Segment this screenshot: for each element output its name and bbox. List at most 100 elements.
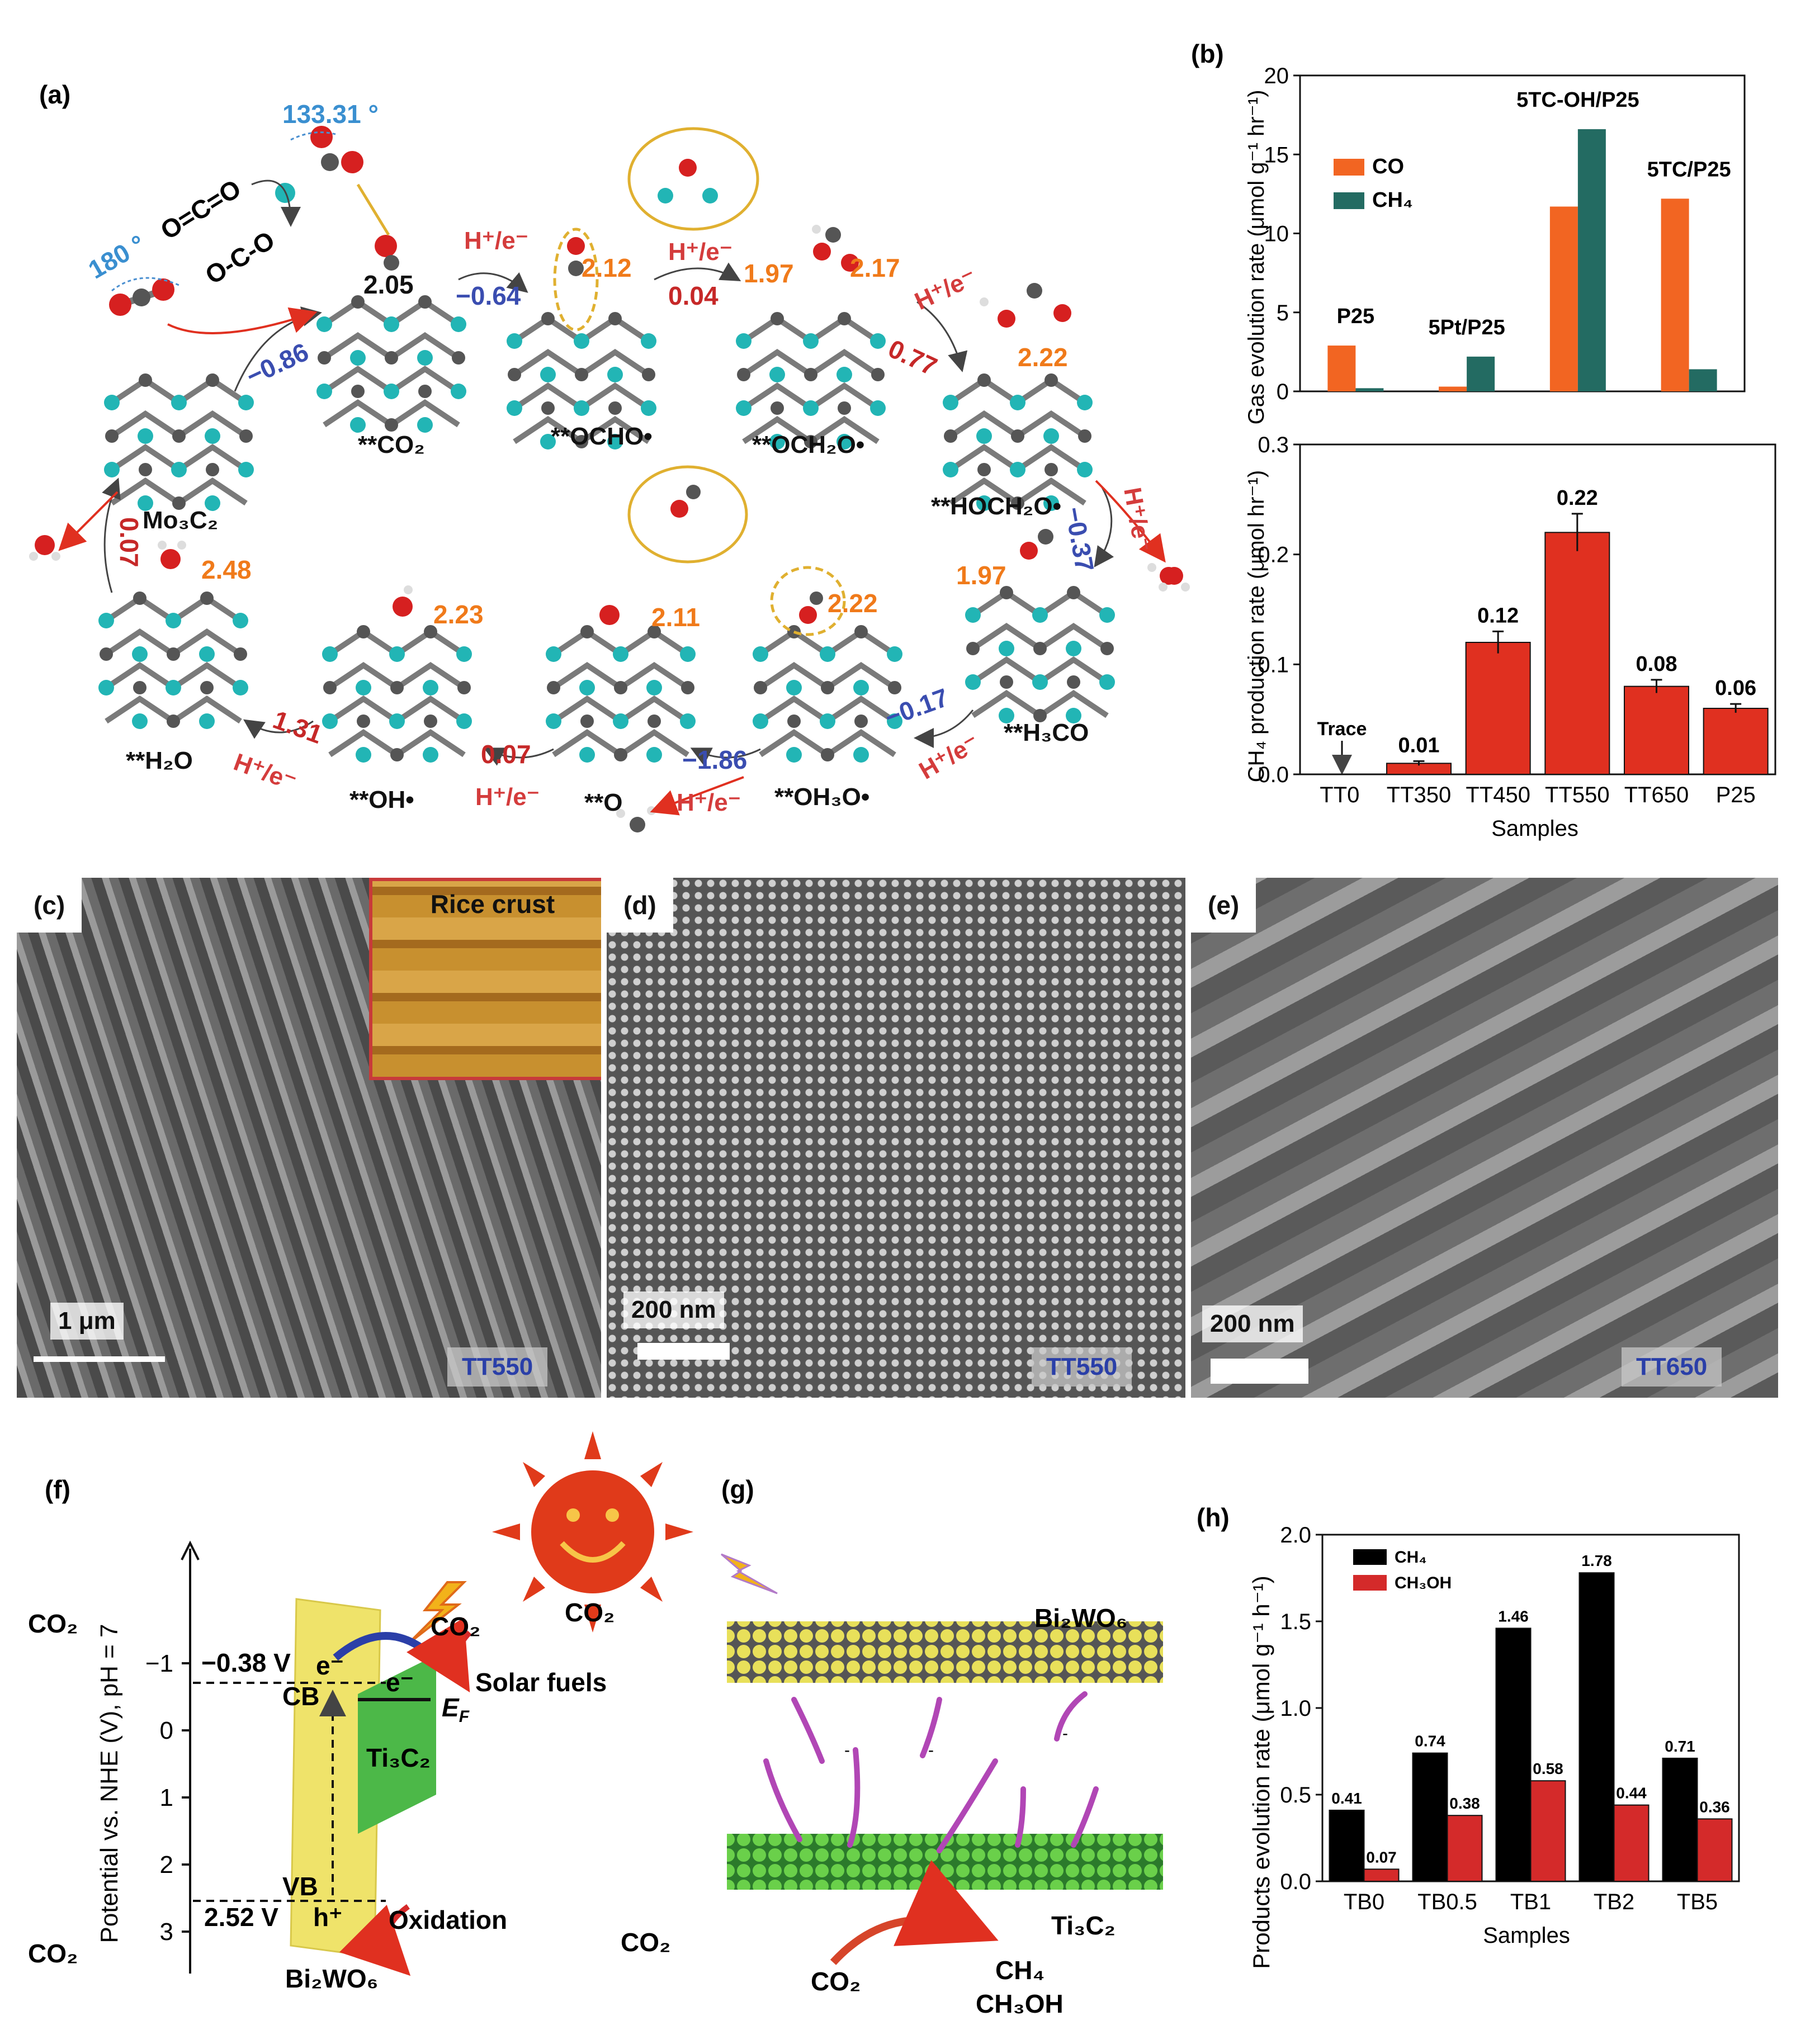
arrow-step-6 <box>914 709 974 748</box>
substrate-label: Mo₃C₂ <box>143 507 218 534</box>
f-ylabel: Potential vs. NHE (V), pH = 7 <box>96 1624 123 1943</box>
chart-h-bars: 0.00.51.01.52.00.410.07TB00.740.38TB0.51… <box>1280 1523 1740 1914</box>
f-tick-4: 3 <box>160 1918 173 1946</box>
arrow-step-8 <box>483 747 554 766</box>
h-xtick-4: TB5 <box>1677 1890 1718 1914</box>
b-top-bar-1-2 <box>1577 129 1606 392</box>
state-h3co: **H₃CO <box>1004 719 1089 746</box>
bond-2-48: 2.48 <box>201 555 252 584</box>
scale-bar-c <box>34 1356 165 1362</box>
state-hoch2o: **HOCH₂O• <box>931 493 1061 520</box>
h-bar-0-2 <box>1495 1627 1532 1882</box>
g-side-co2: CO₂ <box>621 1928 670 1957</box>
ti3c2-electron: e⁻ <box>386 1668 414 1697</box>
scale-label-d: 200 nm <box>623 1291 724 1328</box>
h-bar-1-1 <box>1447 1815 1483 1882</box>
bond-1-97b: 1.97 <box>956 561 1006 590</box>
b-bottom-ytick-0: 0.0 <box>1258 763 1289 787</box>
f-axis-arrowhead <box>181 1540 200 1560</box>
h-bar-1-4 <box>1696 1818 1733 1882</box>
g-ti3c2-label: Ti₃C₂ <box>1051 1911 1116 1940</box>
state-oh: **OH• <box>349 786 414 813</box>
ti3c2-label: Ti₃C₂ <box>366 1743 431 1772</box>
sample-label-d: TT550 <box>1032 1347 1132 1387</box>
h-legend-label-0: CH₄ <box>1395 1548 1427 1567</box>
b-bottom-frame <box>1299 443 1776 775</box>
g-co2-label: CO₂ <box>811 1967 861 1996</box>
b-top-legend-label-0: CO <box>1372 155 1404 178</box>
b-bottom-value-label-5: 0.06 <box>1715 676 1756 700</box>
energy-step-3: 0.04 <box>668 281 719 310</box>
h-bar-0-3 <box>1578 1572 1615 1882</box>
h-value-label-1-4: 0.36 <box>1699 1798 1730 1815</box>
h-legend-swatch-0 <box>1353 1549 1387 1565</box>
h-value-label-1-2: 0.58 <box>1533 1760 1563 1777</box>
g-conversion-arrow <box>830 1860 999 1965</box>
panel-a-reaction-pathway: (a) <box>29 80 1190 832</box>
och2o-adsorbate <box>812 225 859 272</box>
b-top-legend-swatch-0 <box>1334 159 1364 176</box>
sem-image-e: 200 nm TT650 <box>1191 878 1778 1398</box>
b-bottom-xtick-5: P25 <box>1716 783 1756 807</box>
b-trace-label: Trace <box>1317 718 1367 740</box>
panel-a-label: (a) <box>39 80 70 109</box>
state-h2o: **H₂O <box>126 747 193 774</box>
energy-step-8: 0.07 <box>481 740 531 769</box>
h-value-label-0-4: 0.71 <box>1665 1738 1695 1755</box>
angle-bent-label: 133.31 ° <box>282 100 379 129</box>
g-product-ch4: CH₄ <box>995 1956 1044 1985</box>
cb-potential: −0.38 V <box>201 1648 291 1677</box>
b-bottom-ylabel: CH₄ production rate (μmol hr⁻¹) <box>1244 470 1269 782</box>
vb-label: VB <box>282 1872 318 1901</box>
b-top-bar-0-1 <box>1439 386 1467 391</box>
sem-image-c: Rice crust 1 μm TT550 <box>17 878 601 1398</box>
b-top-legend-swatch-1 <box>1334 192 1364 209</box>
scale-label-c: 1 μm <box>50 1303 124 1340</box>
f-side-co2-bottom: CO₂ <box>28 1939 78 1968</box>
panel-g-label: (g) <box>721 1475 754 1504</box>
fermi-label: EF <box>442 1693 470 1726</box>
water-product-right <box>1159 567 1190 592</box>
oh-adsorbate <box>393 585 413 617</box>
vb-potential: 2.52 V <box>204 1903 278 1932</box>
b-bottom-bar-2 <box>1465 642 1531 775</box>
rice-crust-label: Rice crust <box>430 889 555 919</box>
b-bottom-ytick-2: 0.2 <box>1258 543 1289 567</box>
b-top-category-label-0: P25 <box>1337 305 1375 328</box>
state-o: **O <box>584 789 622 816</box>
bond-2-12: 2.12 <box>582 253 632 282</box>
b-top-legend-label-1: CH₄ <box>1372 188 1413 212</box>
hoch2o-adsorbate <box>980 283 1071 328</box>
h-value-label-1-3: 0.44 <box>1616 1785 1647 1802</box>
arrow-h2o-release <box>58 491 119 551</box>
b-bottom-value-label-3: 0.22 <box>1557 486 1598 510</box>
angle-arc-linear <box>111 277 179 292</box>
bond-2-22b: 2.22 <box>828 589 878 618</box>
f-tick-3: 2 <box>160 1851 173 1879</box>
b-top-ytick-0: 0 <box>1277 380 1289 404</box>
panel-h-label: (h) <box>1197 1503 1230 1532</box>
he-label-7: H⁺/e⁻ <box>475 783 540 811</box>
oxidation-arrow <box>339 1904 411 1976</box>
h-xtick-2: TB1 <box>1510 1890 1551 1914</box>
h-bar-1-2 <box>1530 1780 1566 1882</box>
panel-b-charts: (b) Gas evolution rate (μmol g⁻¹ hr⁻¹) C… <box>1191 39 1776 841</box>
oxidation-label: Oxidation <box>389 1905 507 1934</box>
bond-2-23: 2.23 <box>433 600 484 629</box>
b-bottom-ytick-3: 0.3 <box>1258 433 1289 457</box>
solar-fuels-label: Solar fuels <box>475 1668 607 1697</box>
scale-bar-e <box>1211 1359 1308 1384</box>
b-bottom-xtick-4: TT650 <box>1624 783 1689 807</box>
h-xtick-3: TB2 <box>1594 1890 1634 1914</box>
h-ytick-0: 0.0 <box>1280 1870 1311 1894</box>
b-bottom-bar-3 <box>1544 532 1610 775</box>
bond-2-22a: 2.22 <box>1018 343 1068 372</box>
electron-paths <box>763 1691 1099 1853</box>
arrow-step-7 <box>690 747 761 766</box>
b-bottom-xtick-1: TT350 <box>1387 783 1452 807</box>
arrow-step-5 <box>1094 486 1114 567</box>
sun-icon <box>492 1431 693 1633</box>
h-ytick-2: 1.0 <box>1280 1696 1311 1721</box>
state-och2o: **OCH₂O• <box>752 431 864 458</box>
b-bottom-bar-5 <box>1703 708 1769 775</box>
